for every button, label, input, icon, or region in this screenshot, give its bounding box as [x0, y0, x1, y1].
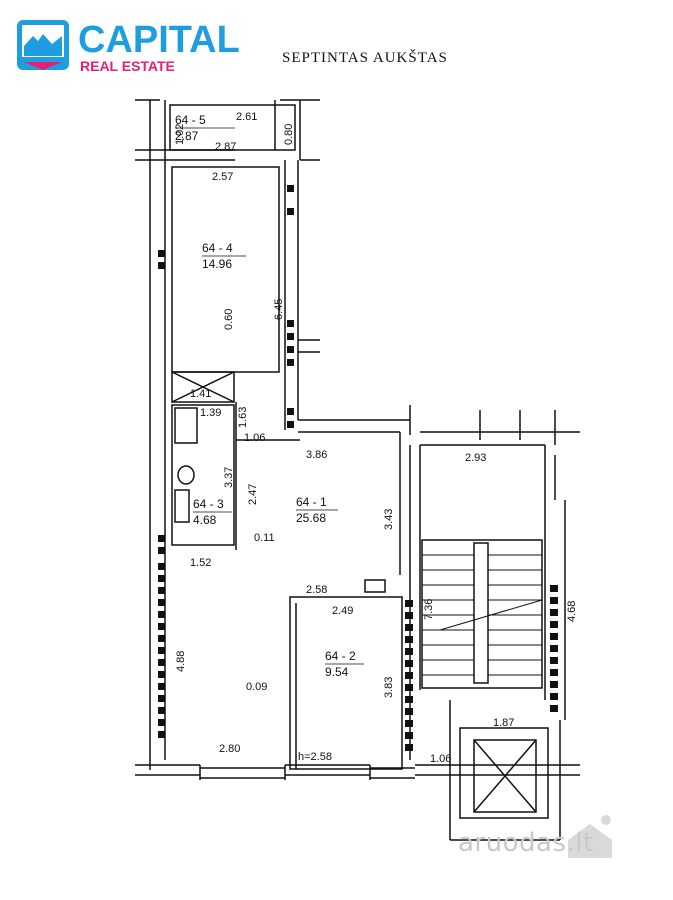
capital-logo: CAPITAL REAL ESTATE — [17, 19, 246, 74]
room-area: 9.54 — [325, 665, 349, 679]
house-icon — [24, 34, 62, 56]
closet — [171, 371, 235, 403]
dimension: 4.68 — [566, 601, 578, 622]
dimension: 4.88 — [175, 651, 187, 672]
dimension: 0.60 — [223, 309, 235, 330]
watermark: aruodas.lt — [458, 828, 594, 858]
dimension: 0.09 — [246, 681, 267, 693]
room-area: 2.87 — [175, 129, 199, 143]
dimension: 1.39 — [200, 407, 221, 419]
dimension: 2.57 — [212, 171, 233, 183]
dimension: 6.45 — [273, 299, 285, 320]
elevator — [459, 727, 549, 819]
logo-wordmark: CAPITAL — [78, 19, 240, 61]
dimension: 2.49 — [332, 605, 353, 617]
room-64-2 — [289, 596, 403, 770]
wall-hatch-right — [405, 585, 558, 751]
dimension: 2.80 — [219, 743, 240, 755]
dimension: 0.80 — [283, 124, 295, 145]
dimension: 1.52 — [190, 557, 211, 569]
dimension: 1.02 — [174, 124, 186, 145]
room-label: 64 - 1 — [296, 495, 327, 509]
wall-hatch-left — [158, 250, 165, 738]
room-label: 64 - 5 — [175, 113, 206, 127]
dimension: h=2.58 — [298, 751, 332, 763]
dimension: 3.37 — [223, 467, 235, 488]
floor-title: SEPTINTAS AUKŠTAS — [282, 50, 448, 66]
wall-hatch-mid — [287, 185, 294, 428]
dimension: 1.06 — [244, 432, 265, 444]
dimension: 2.93 — [465, 452, 486, 464]
dimension: 3.43 — [383, 509, 395, 530]
room-area: 25.68 — [296, 511, 326, 525]
dimension: 2.61 — [236, 111, 257, 123]
room-label: 64 - 3 — [193, 497, 224, 511]
room-area: 14.96 — [202, 257, 232, 271]
dimension: 1.87 — [493, 717, 514, 729]
room-area: 4.68 — [193, 513, 217, 527]
staircase — [421, 539, 543, 689]
dimension: 3.86 — [306, 449, 327, 461]
dimension: 2.47 — [247, 484, 259, 505]
sink-icon — [174, 407, 198, 444]
room-64-3 — [171, 404, 235, 546]
dimension: 1.63 — [237, 407, 249, 428]
logo-subtitle: REAL ESTATE — [80, 58, 175, 74]
dimension: 3.83 — [383, 677, 395, 698]
dimension: 2.58 — [306, 584, 327, 596]
toilet-icon — [177, 465, 195, 485]
dimension: 7.36 — [423, 599, 435, 620]
room-label: 64 - 2 — [325, 649, 356, 663]
dimension: 1.41 — [190, 388, 211, 400]
room-label: 64 - 4 — [202, 241, 233, 255]
watermark-logo-icon — [568, 815, 612, 858]
dimension: 2.87 — [215, 141, 236, 153]
dimension: 1.06 — [430, 753, 451, 765]
dimension: 0.11 — [254, 532, 275, 544]
